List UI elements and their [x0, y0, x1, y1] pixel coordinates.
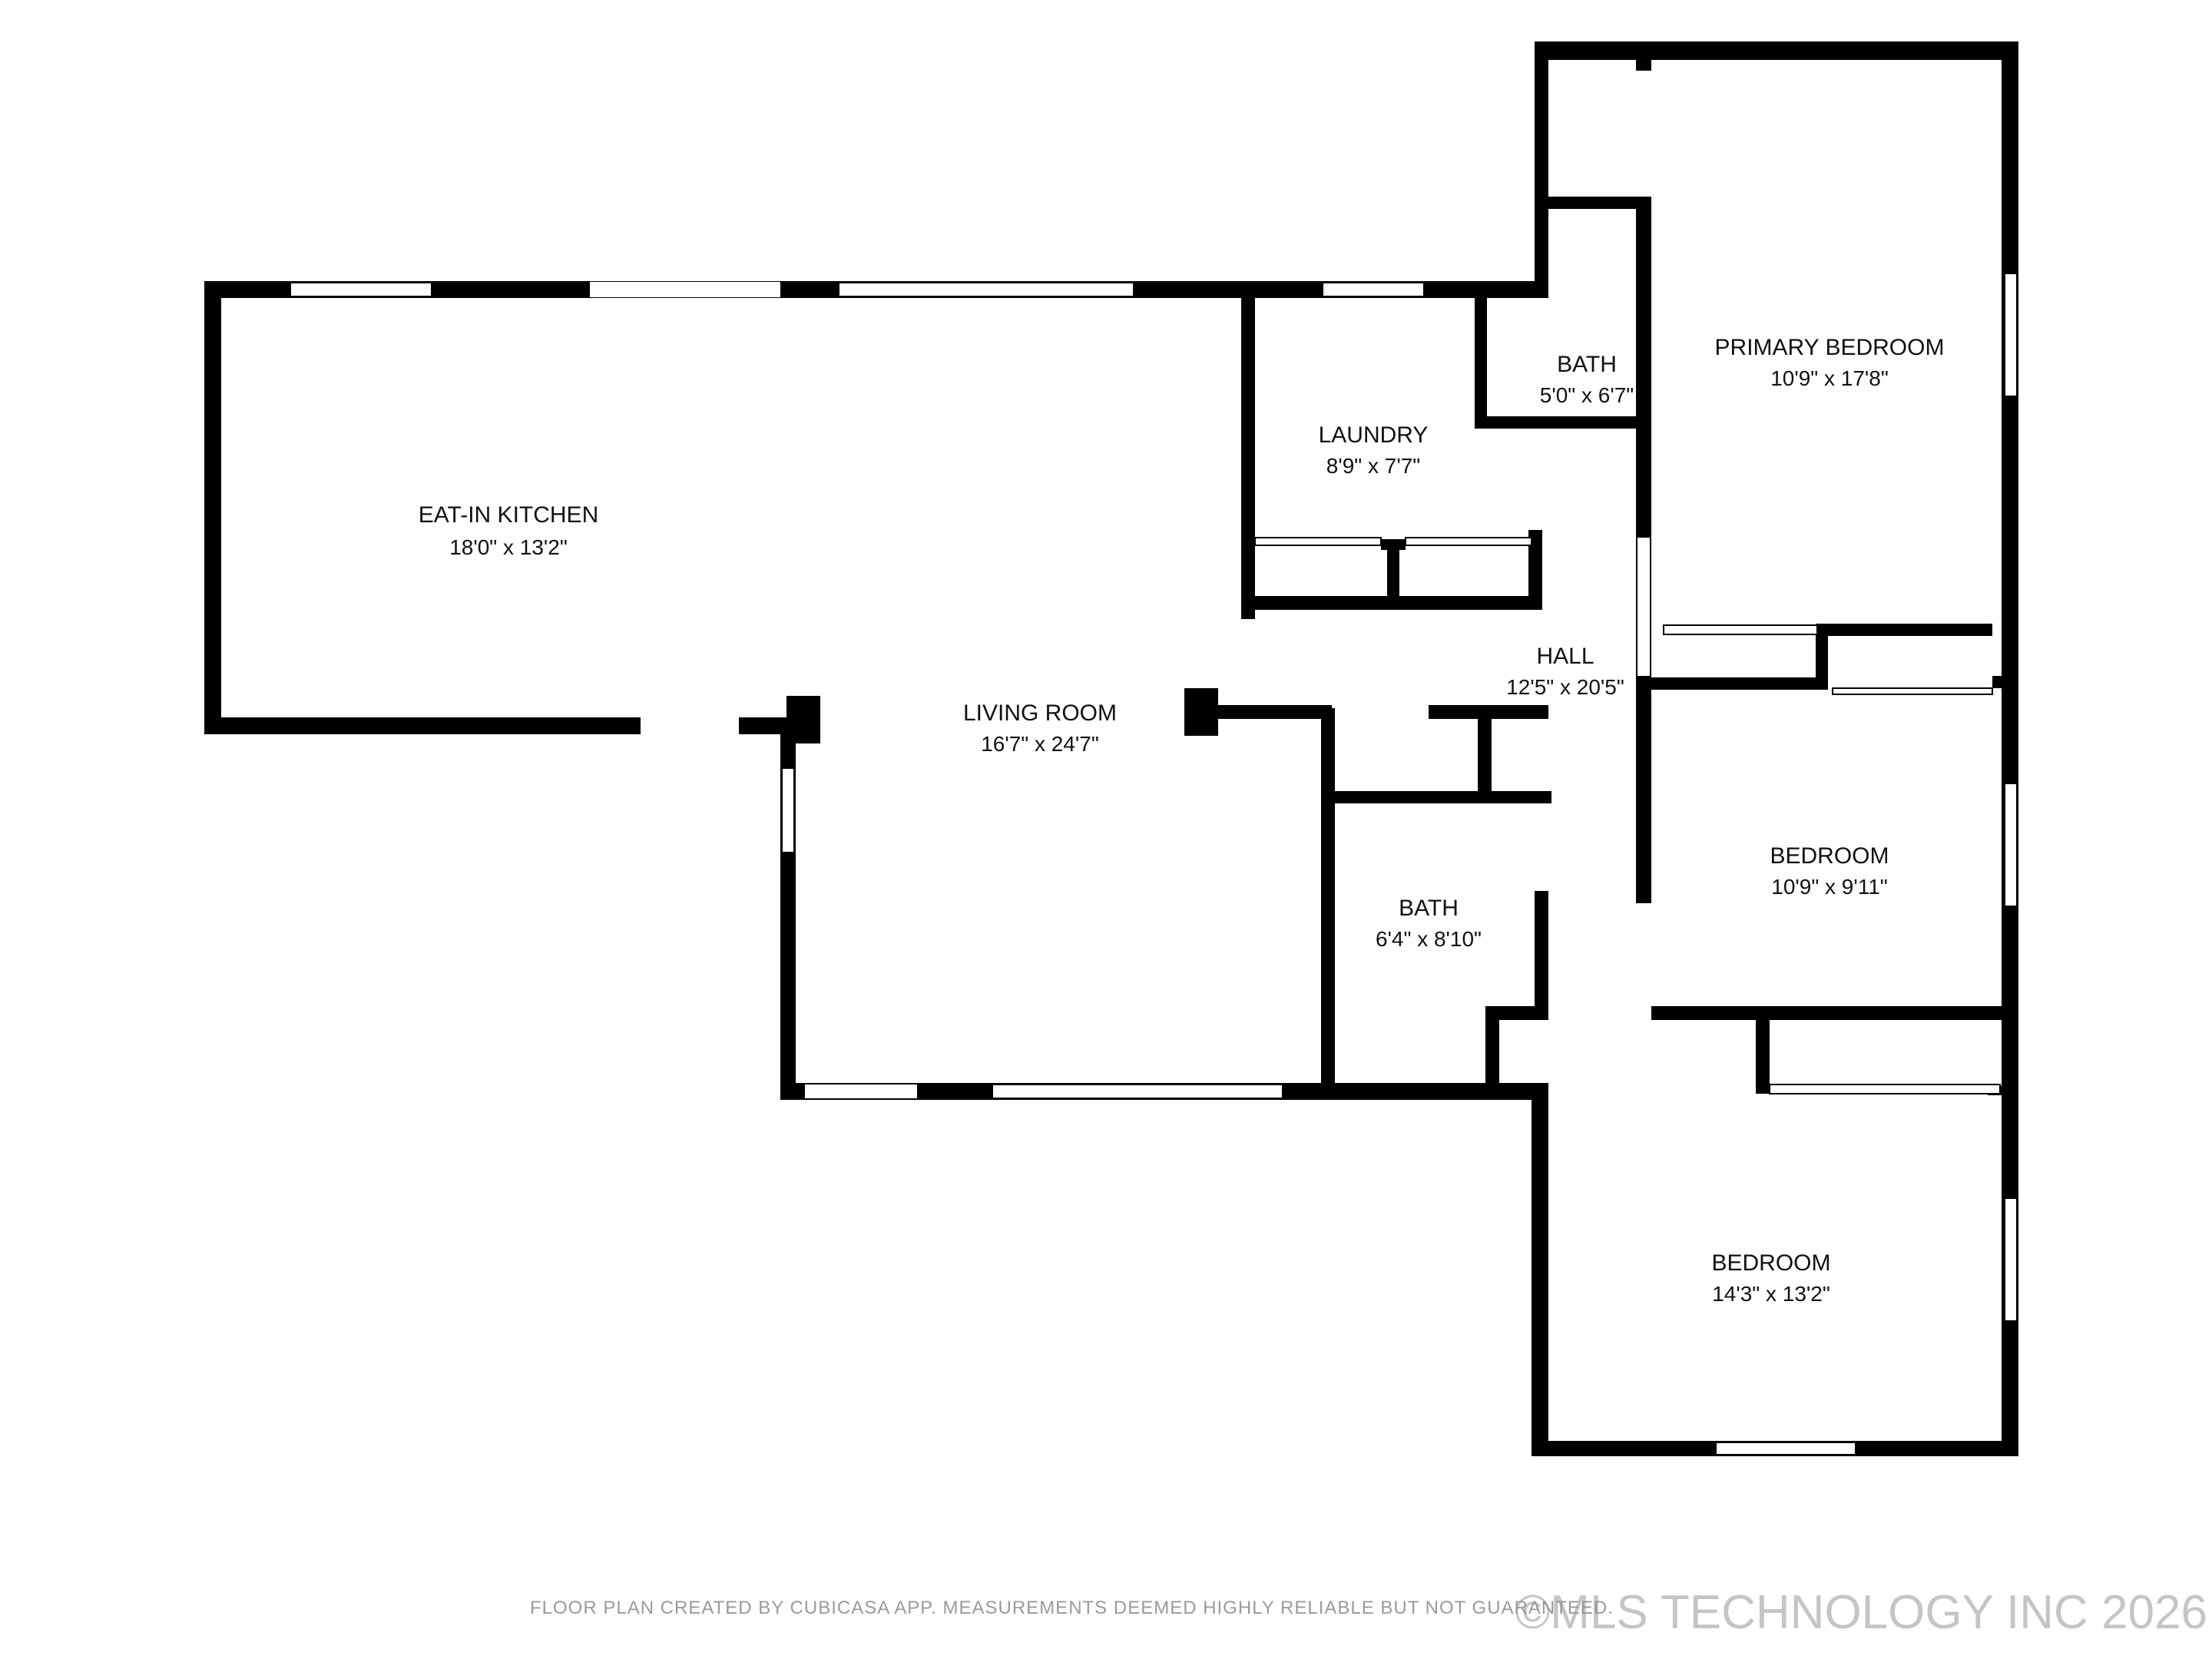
room-name-hall: HALL [1536, 644, 1594, 669]
room-dims-hall: 12'5" x 20'5" [1506, 675, 1624, 699]
room-dims-laundry: 8'9" x 7'7" [1326, 454, 1420, 478]
room-dims-living-room: 16'7" x 24'7" [981, 732, 1099, 756]
watermark: ©MLS TECHNOLOGY INC 2026 [1515, 1586, 2207, 1639]
room-name-primary-bedroom: PRIMARY BEDROOM [1715, 335, 1945, 360]
room-labels: EAT-IN KITCHEN 18'0" x 13'2" LIVING ROOM… [419, 335, 1945, 1306]
room-name-bedroom-middle: BEDROOM [1770, 843, 1889, 869]
room-name-bath-lower: BATH [1399, 896, 1459, 921]
room-dims-bath-upper: 5'0" x 6'7" [1540, 383, 1634, 407]
room-dims-bedroom-lower: 14'3" x 13'2" [1712, 1282, 1830, 1306]
room-dims-bedroom-middle: 10'9" x 9'11" [1771, 875, 1887, 899]
footer-disclaimer: FLOOR PLAN CREATED BY CUBICASA APP. MEAS… [530, 1598, 1614, 1618]
room-name-laundry: LAUNDRY [1319, 422, 1429, 448]
room-name-bath-upper: BATH [1557, 352, 1617, 377]
windows [290, 71, 2018, 1455]
room-name-living-room: LIVING ROOM [963, 700, 1117, 726]
room-dims-bath-lower: 6'4" x 8'10" [1376, 927, 1482, 951]
room-name-eat-in-kitchen: EAT-IN KITCHEN [419, 502, 598, 528]
room-dims-primary-bedroom: 10'9" x 17'8" [1770, 366, 1889, 390]
room-name-bedroom-lower: BEDROOM [1711, 1250, 1830, 1276]
walls [204, 41, 2018, 1456]
room-dims-eat-in-kitchen: 18'0" x 13'2" [449, 535, 568, 559]
